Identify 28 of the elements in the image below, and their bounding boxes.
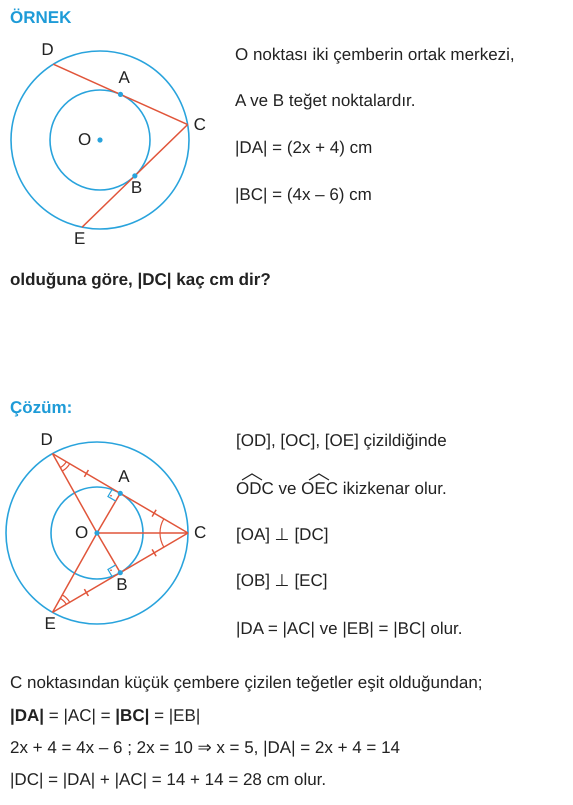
- section-heading: ÖRNEK: [10, 8, 72, 28]
- point-label: A: [118, 68, 130, 88]
- point-label: E: [74, 229, 86, 250]
- equation-text: |DC| = |DA| + |AC| = 14 + 14 = 28 cm olur.: [10, 770, 326, 790]
- solution-text: ODC ve OEC ikizkenar olur.: [236, 479, 447, 499]
- point-label: C: [194, 114, 206, 135]
- solution-text: [OB] ⊥ [EC]: [236, 571, 328, 591]
- statement-text: A ve B teğet noktalardır.: [235, 91, 416, 111]
- point-label: O: [78, 130, 92, 150]
- solution-text: [OD], [OC], [OE] çizildiğinde: [236, 431, 447, 451]
- statement-text: O noktası iki çemberin ortak merkezi,: [235, 45, 515, 65]
- equation-text: |DA| = |AC| = |BC| = |EB|: [10, 706, 200, 726]
- question-text: olduğuna göre, |DC| kaç cm dir?: [10, 270, 271, 290]
- point-label: E: [44, 614, 56, 634]
- point-label: B: [130, 178, 142, 198]
- solution-text: [OA] ⊥ [DC]: [236, 525, 328, 545]
- equation-text: 2x + 4 = 4x – 6 ; 2x = 10 ⇒ x = 5, |DA| = 2x + 4 = 14: [10, 738, 400, 758]
- point-label: C: [194, 523, 206, 543]
- point-label: A: [118, 467, 130, 488]
- solution-text: C noktasından küçük çembere çizilen teğetler eşit olduğundan;: [10, 673, 483, 693]
- section-heading: Çözüm:: [10, 398, 72, 418]
- point-label: O: [75, 523, 88, 543]
- equation-text: |DA| = (2x + 4) cm: [235, 138, 372, 158]
- point-label: B: [116, 574, 128, 595]
- point-label: D: [40, 430, 53, 450]
- point-label: D: [41, 40, 54, 60]
- solution-text: |DA = |AC| ve |EB| = |BC| olur.: [236, 619, 463, 639]
- equation-text: |BC| = (4x – 6) cm: [235, 185, 372, 205]
